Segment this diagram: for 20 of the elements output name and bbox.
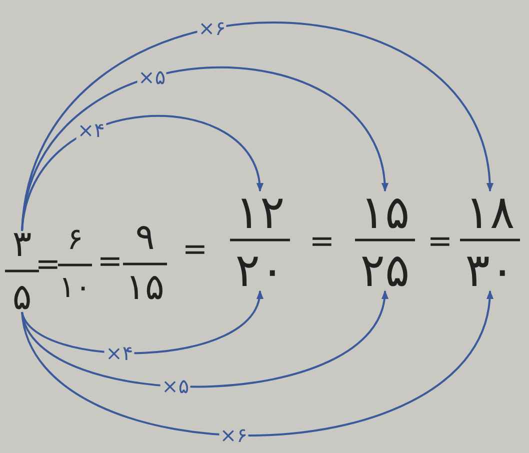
- equals-sign: =: [182, 235, 208, 265]
- numerator: ۹: [133, 220, 157, 256]
- arrow: [21, 290, 262, 354]
- numerator: ۶: [64, 225, 86, 255]
- numerator: ۱۸: [463, 189, 517, 235]
- numerator: ۱۲: [233, 189, 287, 235]
- numerator: ۳: [10, 227, 34, 263]
- numerator: ۱۵: [358, 189, 412, 235]
- denominator: ۳۰: [463, 247, 517, 293]
- arrow: [21, 22, 492, 232]
- denominator: ۵: [10, 280, 34, 316]
- arrow: [21, 290, 492, 436]
- edge-label: ×۴: [76, 120, 106, 140]
- equals-sign: =: [427, 227, 453, 257]
- denominator: ۲۰: [233, 247, 287, 293]
- denominator: ۲۵: [358, 247, 412, 293]
- equals-sign: =: [309, 227, 335, 257]
- arrow: [21, 290, 387, 388]
- denominator: ۱۵: [124, 270, 166, 306]
- equals-sign: =: [97, 247, 123, 277]
